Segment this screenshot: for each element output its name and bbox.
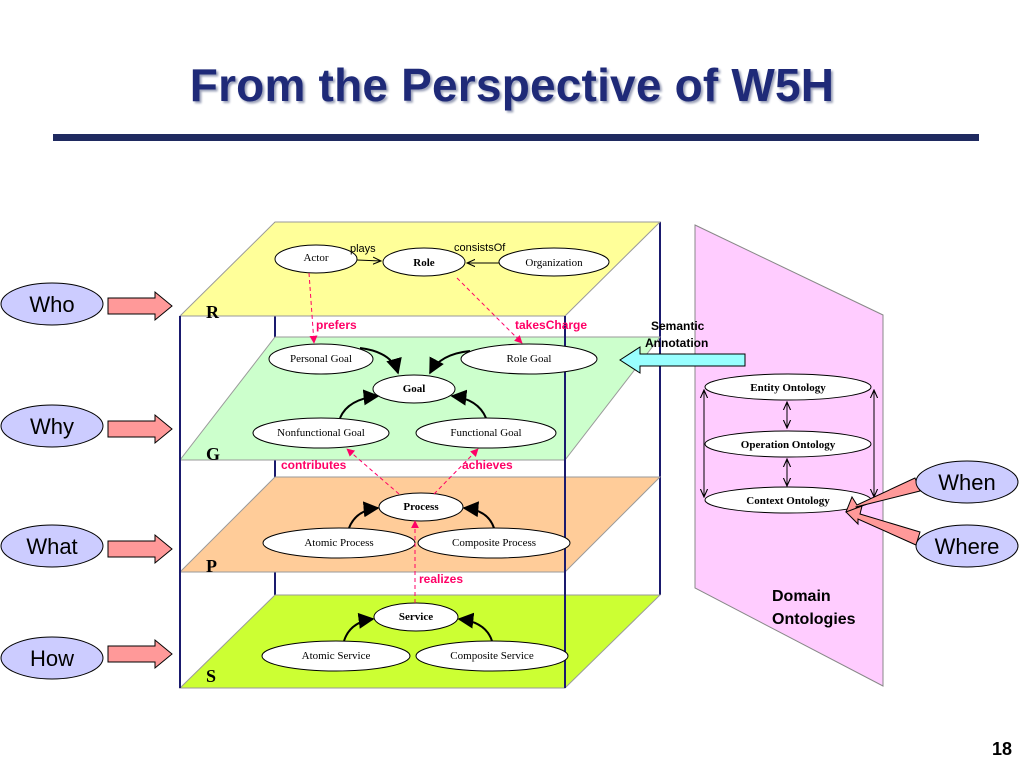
realizes-label: realizes — [419, 572, 463, 586]
semantic-annotation-arrow — [619, 346, 746, 374]
nonfunctional-goal-edge — [339, 389, 380, 419]
layer-letter-r: R — [206, 302, 220, 322]
service-subtype-edges — [343, 612, 493, 642]
domain-ontologies-line2: Ontologies — [772, 611, 856, 628]
who-arrow — [107, 290, 173, 322]
who-bubble — [0, 282, 104, 326]
what-label: What — [26, 534, 77, 559]
layer-letter-s: S — [206, 666, 216, 686]
why-arrow — [107, 413, 173, 445]
how-bubble — [0, 636, 104, 680]
semantic-annotation-line2: Annotation — [645, 336, 708, 350]
who-label: Who — [29, 292, 74, 317]
plays-label: plays — [350, 243, 376, 255]
domain-ontologies-line1: Domain — [772, 588, 831, 605]
where-bubble — [915, 524, 1019, 568]
role-goal-node — [460, 343, 598, 375]
atomic-service-node — [261, 640, 411, 672]
process-label: Process — [403, 501, 439, 513]
atomic-service-edge — [343, 612, 375, 642]
slide-title: From the Perspective of W5H — [189, 59, 835, 111]
where-arrow — [845, 505, 921, 546]
what-bubble — [0, 524, 104, 568]
functional-goal-label: Functional Goal — [450, 427, 521, 439]
operation-ontology-label: Operation Ontology — [741, 439, 836, 451]
prefers-edge — [308, 272, 318, 344]
contributes-edge — [346, 448, 400, 495]
organization-node — [498, 247, 610, 277]
takescharge-label: takesCharge — [515, 318, 587, 332]
semantic-annotation-line1: Semantic — [651, 319, 705, 333]
role-node — [382, 247, 466, 277]
how-arrow — [107, 638, 173, 670]
where-label: Where — [935, 534, 1000, 559]
atomic-process-edge — [348, 501, 380, 529]
role-label: Role — [413, 257, 435, 269]
goal-subtype-edges — [339, 347, 487, 419]
why-bubble — [0, 404, 104, 448]
actor-node — [274, 244, 358, 274]
domain-ontologies-label: Domain Ontologies — [772, 588, 856, 628]
semantic-annotation-label: Semantic Annotation — [645, 319, 708, 350]
role-goal-edge — [429, 350, 471, 375]
when-bubble — [915, 460, 1019, 504]
process-plane — [178, 476, 662, 573]
atomic-process-label: Atomic Process — [304, 537, 373, 549]
how-label: How — [30, 646, 74, 671]
nonfunctional-goal-node — [252, 417, 390, 449]
achieves-edge — [433, 448, 479, 495]
layer-letter-g: G — [206, 444, 220, 464]
context-ontology-label: Context Ontology — [746, 495, 830, 507]
plays-edge — [356, 260, 381, 261]
service-label: Service — [399, 611, 433, 623]
layer-letter-p: P — [206, 556, 217, 576]
composite-service-edge — [457, 612, 493, 642]
process-subtype-edges — [348, 501, 495, 529]
prefers-label: prefers — [316, 318, 357, 332]
stack-front-edges — [179, 316, 566, 688]
composite-service-label: Composite Service — [450, 650, 534, 662]
goal-node — [372, 374, 456, 404]
personal-goal-label: Personal Goal — [290, 353, 352, 365]
when-label: When — [938, 470, 995, 495]
goal-label: Goal — [403, 383, 426, 395]
ontology-side-arrows — [704, 390, 874, 497]
entity-ontology-label: Entity Ontology — [750, 382, 826, 394]
nonfunctional-goal-label: Nonfunctional Goal — [277, 427, 365, 439]
atomic-service-label: Atomic Service — [302, 650, 371, 662]
personal-goal-edge — [359, 347, 402, 375]
consistsof-label: consistsOf — [454, 242, 506, 254]
what-arrow — [107, 533, 173, 565]
composite-process-edge — [462, 501, 495, 529]
contributes-label: contributes — [281, 458, 347, 472]
page-number: 18 — [991, 739, 1012, 759]
role-goal-label: Role Goal — [507, 353, 552, 365]
entity-ontology-node — [704, 373, 872, 401]
composite-process-label: Composite Process — [452, 537, 536, 549]
personal-goal-node — [268, 343, 374, 375]
why-label: Why — [30, 414, 74, 439]
title-rule — [53, 134, 979, 141]
organization-label: Organization — [525, 257, 583, 269]
actor-label: Actor — [303, 252, 328, 264]
achieves-label: achieves — [462, 458, 513, 472]
operation-ontology-node — [704, 430, 872, 458]
takescharge-edge — [456, 277, 523, 344]
cross-layer-relations — [308, 272, 523, 603]
functional-goal-edge — [450, 389, 487, 419]
